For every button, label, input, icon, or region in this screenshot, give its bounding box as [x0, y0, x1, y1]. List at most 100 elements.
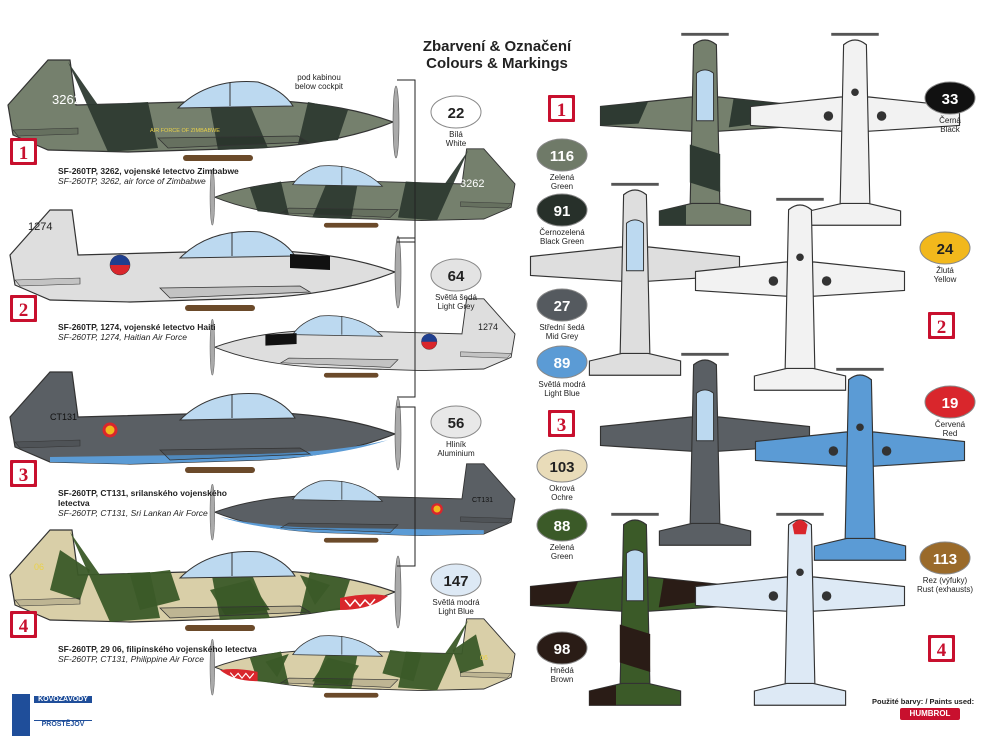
flap — [323, 372, 379, 378]
caption-scheme-4-en: SF-260TP, CT131, Philippine Air Force — [58, 654, 204, 664]
swatch-number: 88 — [554, 518, 571, 535]
shark-teeth — [229, 672, 255, 679]
swatch-name-cz: Hliník — [446, 440, 467, 449]
camo-patch — [452, 634, 484, 674]
plan-camo — [689, 144, 721, 192]
bracket-2 — [397, 237, 416, 398]
caption-scheme-4: SF-260TP, 29 06, filipínského vojenského… — [58, 644, 258, 664]
bracket-1 — [397, 79, 416, 243]
swatch-ellipse — [924, 385, 976, 419]
scheme-badge-3-inner — [13, 463, 34, 484]
plan-camo — [659, 205, 686, 226]
swatch-number: 22 — [448, 105, 465, 122]
swatch-ellipse — [430, 405, 482, 439]
swatch-ellipse — [924, 81, 976, 115]
side-view-4-right — [209, 618, 516, 698]
main-wheel — [876, 111, 887, 121]
plan-fuselage — [689, 359, 721, 542]
swatch-ellipse — [430, 563, 482, 597]
wing — [279, 357, 399, 368]
caption-scheme-1-cz: SF-260TP, 3262, vojenské letectvo Zimbab… — [58, 166, 239, 176]
swatch-number: 19 — [942, 395, 959, 412]
wing — [159, 605, 312, 619]
plan-camo — [589, 685, 616, 706]
flap — [185, 625, 255, 631]
camo-patch — [298, 102, 348, 144]
swatch-ellipse — [536, 631, 588, 665]
title-en: Colours & Markings — [426, 55, 568, 72]
plan-canopy — [625, 549, 645, 602]
scheme-badge-1-inner — [13, 141, 34, 162]
side-view-1-right — [209, 148, 516, 228]
camo-patch — [265, 653, 289, 678]
side-view-3-left — [9, 371, 402, 473]
belly — [50, 440, 388, 464]
plan-canopy — [695, 389, 715, 442]
serial-1-right: 3262 — [460, 178, 484, 190]
logo-text-top: KOVOZÁVODY — [34, 696, 92, 703]
main-wheel — [768, 591, 779, 601]
bottom-view-2 — [694, 197, 906, 391]
roundel-half — [110, 255, 130, 265]
swatch-name-cz: Černá — [939, 116, 961, 125]
scheme-badge-5-inner — [931, 315, 952, 336]
serial-1: 3262 — [52, 92, 81, 107]
main-wheel — [821, 276, 832, 286]
plan-tailplane — [753, 367, 847, 391]
scheme-badge-3-number: 3 — [19, 465, 29, 486]
swatch-ellipse — [536, 345, 588, 379]
paints-used-label: Použité barvy: / Paints used: — [872, 697, 975, 706]
swatch-number: 91 — [554, 203, 571, 220]
fuselage-text-1: AIR FORCE OF ZIMBABWE — [150, 128, 220, 134]
plan-fuselage — [784, 204, 816, 387]
serial-4-right: 06 — [480, 655, 488, 662]
plan-fuselage — [689, 39, 721, 222]
swatch-name-cz: Světlá modrá — [538, 380, 586, 389]
serial-3: CT131 — [50, 412, 77, 422]
caption-scheme-2-en: SF-260TP, 1274, Haitian Air Force — [58, 332, 187, 342]
propeller — [209, 318, 215, 376]
swatch-name-cz: Rez (výfuky) — [923, 576, 968, 585]
scheme-badge-6-number: 3 — [557, 415, 567, 436]
scheme-badge-4-inner — [551, 98, 572, 119]
humbrol-logo: HUMBROL — [900, 708, 960, 720]
swatch-number: 27 — [554, 298, 571, 315]
swatch-number: 56 — [448, 415, 465, 432]
swatch-number: 64 — [448, 268, 465, 285]
plan-fuselage — [784, 519, 816, 702]
swatch-name-en: Yellow — [934, 275, 957, 284]
scheme-badge-6-inner — [551, 413, 572, 434]
plan-tailplane — [813, 537, 907, 561]
scheme-badge-8-number: 4 — [19, 616, 29, 637]
propeller — [392, 85, 400, 159]
plan-canopy — [695, 69, 715, 122]
plan-camo — [619, 624, 651, 672]
camo-patch — [68, 62, 158, 152]
plan-tailplane — [658, 522, 752, 546]
swatch-number: 113 — [933, 551, 957, 568]
main-wheel — [828, 446, 839, 456]
swatch-name-en: Green — [551, 552, 573, 561]
roundel-half — [421, 333, 437, 342]
swatch-ellipse — [536, 508, 588, 542]
propeller — [209, 168, 215, 226]
roundel — [431, 503, 443, 515]
plan-camo — [600, 101, 648, 126]
scheme-badge-5-number: 2 — [937, 317, 947, 338]
scheme-badge-8-inner — [13, 614, 34, 635]
plan-fuselage — [619, 189, 651, 372]
canopy — [178, 393, 296, 421]
swatch-ellipse — [536, 288, 588, 322]
propeller — [209, 638, 215, 696]
plan-tailplane — [753, 682, 847, 706]
bracket-3 — [397, 406, 416, 567]
swatch-name-en: Brown — [551, 675, 574, 684]
